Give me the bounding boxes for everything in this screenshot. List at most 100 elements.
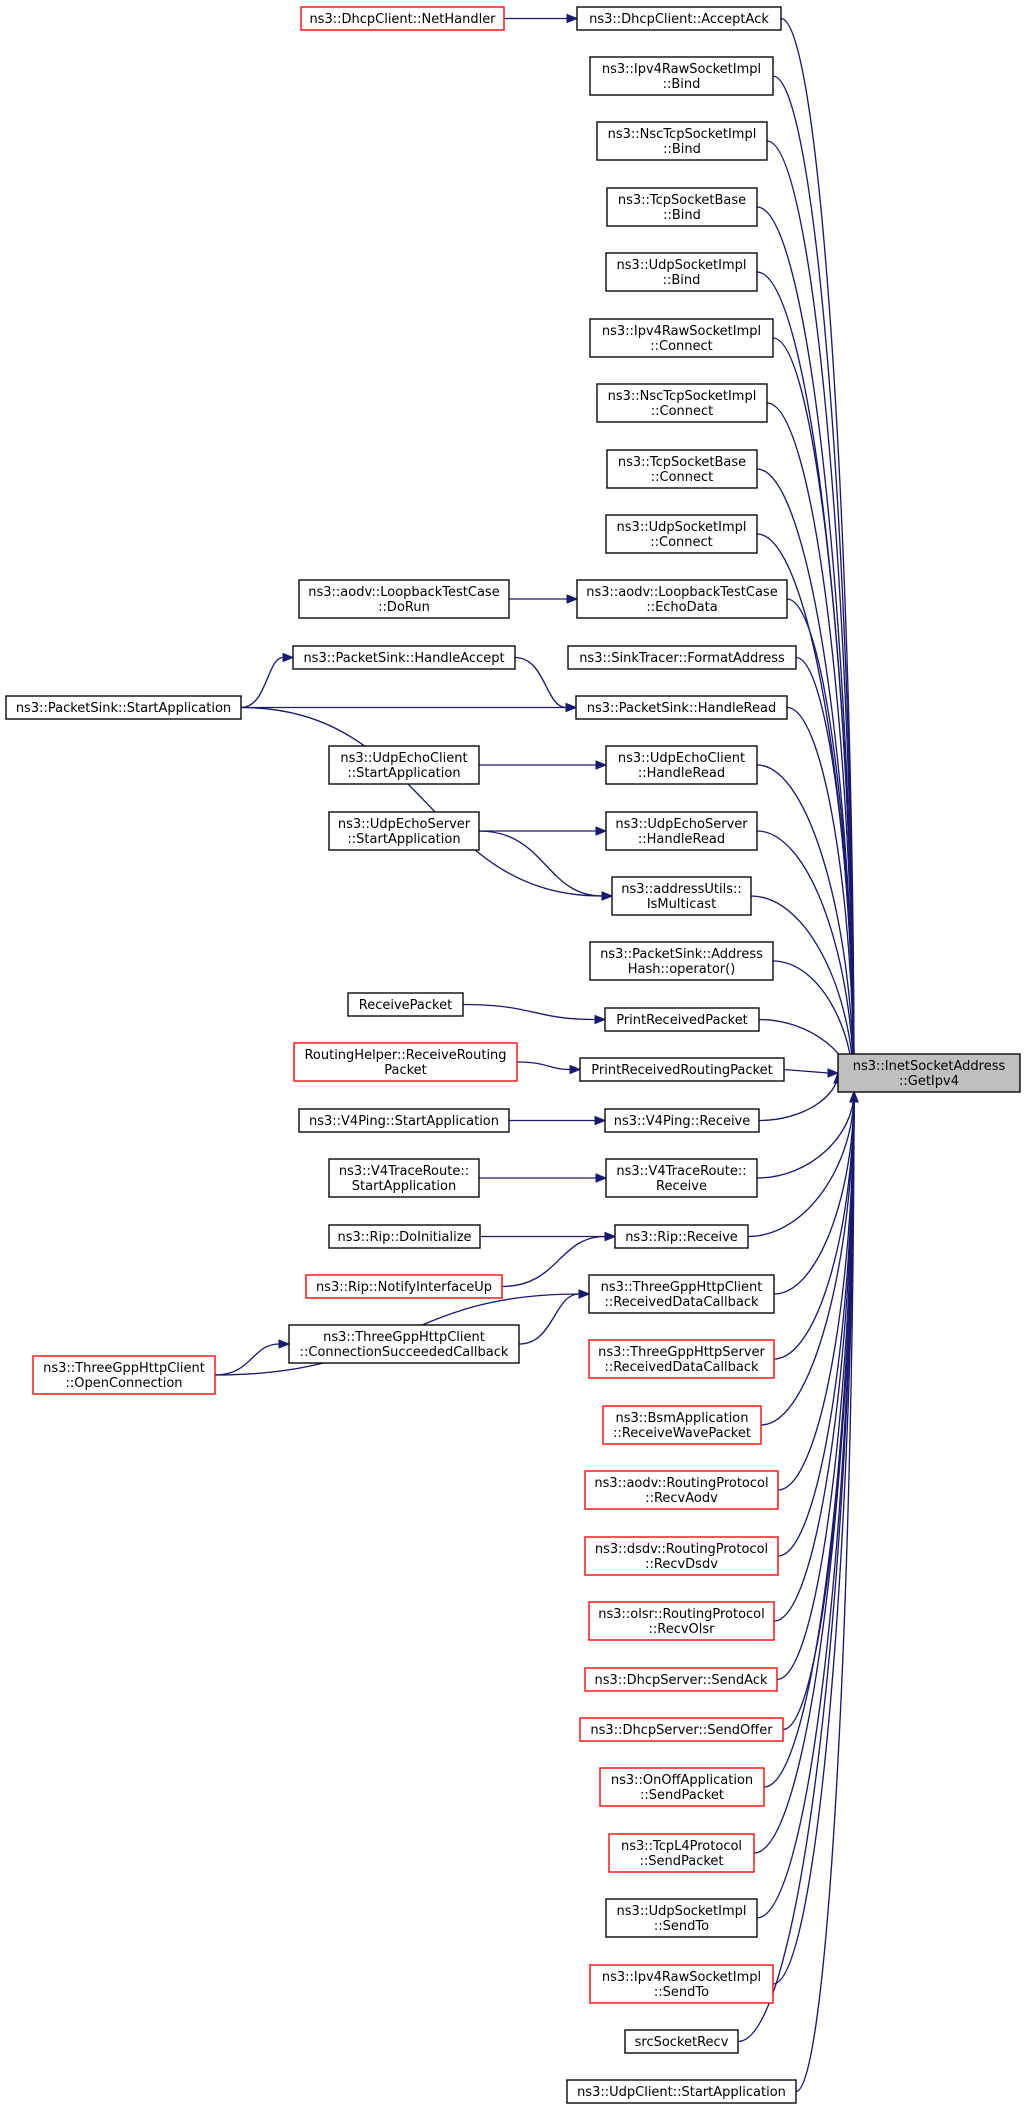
node-label: StartApplication (352, 1179, 456, 1194)
node-box (588, 1339, 775, 1379)
graph-node[interactable]: ns3::SinkTracer::FormatAddress (567, 645, 797, 670)
node-box (589, 941, 774, 981)
graph-node[interactable]: ns3::UdpEchoServer::HandleRead (605, 811, 758, 851)
arrowhead (282, 652, 295, 663)
graph-node[interactable]: ns3::PacketSink::HandleRead (575, 695, 788, 720)
graph-node[interactable]: ns3::aodv::RoutingProtocol::RecvAodv (584, 1470, 779, 1510)
graph-node[interactable]: ns3::UdpEchoClient::StartApplication (328, 745, 480, 785)
graph-node[interactable]: ns3::UdpEchoServer::StartApplication (328, 811, 480, 851)
graph-node[interactable]: ns3::Rip::DoInitialize (328, 1224, 481, 1249)
node-label: ::Connect (651, 404, 714, 419)
node-label: ::HandleRead (638, 832, 725, 847)
graph-node[interactable]: ns3::DhcpClient::AcceptAck (576, 6, 782, 31)
node-box (576, 579, 788, 619)
graph-node[interactable]: ns3::PacketSink::StartApplication (5, 695, 242, 720)
node-label: ns3::Rip::DoInitialize (337, 1230, 471, 1245)
graph-node[interactable]: ns3::UdpClient::StartApplication (566, 2079, 797, 2104)
node-label: ns3::DhcpServer::SendOffer (590, 1723, 773, 1738)
graph-node[interactable]: ns3::ThreeGppHttpClient::OpenConnection (32, 1355, 216, 1395)
call-edge (747, 1091, 855, 1238)
node-box (305, 1274, 503, 1299)
graph-node[interactable]: ns3::V4Ping::Receive (604, 1108, 760, 1133)
node-label: ns3::PacketSink::HandleAccept (303, 651, 504, 666)
graph-node[interactable]: ns3::DhcpServer::SendOffer (579, 1717, 784, 1742)
node-box (602, 1405, 762, 1445)
node-label: ns3::NscTcpSocketImpl (608, 127, 757, 142)
node-label: ::ConnectionSucceededCallback (300, 1345, 509, 1360)
arrowhead (595, 1173, 608, 1183)
edges-layer (214, 13, 859, 2093)
graph-node[interactable]: ns3::ThreeGppHttpClient::ReceivedDataCal… (588, 1274, 775, 1314)
call-edge (780, 17, 855, 1093)
call-edge (501, 1235, 606, 1288)
node-box (575, 695, 788, 720)
graph-node[interactable]: ns3::Ipv4RawSocketImpl::Bind (589, 56, 774, 96)
graph-node[interactable]: ns3::UdpSocketImpl::SendTo (605, 1898, 758, 1938)
graph-node[interactable]: ReceivePacket (347, 992, 464, 1017)
arrowhead (827, 1068, 840, 1078)
node-label: ::ReceivedDataCallback (604, 1295, 759, 1310)
node-label: ns3::DhcpClient::NetHandler (309, 12, 496, 27)
node-box (579, 1717, 784, 1742)
node-label: ns3::Ipv4RawSocketImpl (602, 1970, 761, 1985)
node-box (32, 1355, 216, 1395)
node-label: ns3::TcpSocketBase (618, 193, 746, 208)
node-box (605, 252, 758, 292)
graph-node[interactable]: PrintReceivedRoutingPacket (579, 1057, 785, 1082)
node-label: ns3::UdpEchoServer (615, 817, 748, 832)
graph-node[interactable]: ns3::Ipv4RawSocketImpl::Connect (589, 318, 774, 358)
graph-node[interactable]: ns3::V4Ping::StartApplication (298, 1108, 510, 1133)
graph-node[interactable]: ns3::dsdv::RoutingProtocol::RecvDsdv (584, 1536, 779, 1576)
graph-node[interactable]: ns3::PacketSink::HandleAccept (292, 645, 516, 670)
node-label: ns3::V4Ping::StartApplication (309, 1114, 499, 1129)
node-box (298, 1108, 510, 1133)
graph-node[interactable]: ns3::TcpSocketBase::Connect (606, 449, 758, 489)
graph-node[interactable]: ns3::UdpSocketImpl::Connect (605, 514, 758, 554)
graph-node[interactable]: ns3::aodv::LoopbackTestCase::EchoData (576, 579, 788, 619)
graph-node[interactable]: ns3::NscTcpSocketImpl::Connect (596, 383, 768, 423)
graph-node[interactable]: ns3::V4TraceRoute::Receive (605, 1158, 758, 1198)
graph-node[interactable]: ns3::olsr::RoutingProtocol::RecvOlsr (588, 1601, 775, 1641)
node-label: ns3::PacketSink::HandleRead (587, 701, 776, 716)
graph-node[interactable]: ns3::Ipv4RawSocketImpl::SendTo (589, 1964, 774, 2004)
graph-node[interactable]: ns3::NscTcpSocketImpl::Bind (596, 121, 768, 161)
node-label: ::EchoData (646, 600, 717, 615)
node-label: PrintReceivedPacket (616, 1013, 748, 1028)
node-label: ns3::NscTcpSocketImpl (608, 389, 757, 404)
node-label: RoutingHelper::ReceiveRouting (304, 1048, 506, 1063)
call-edge (756, 764, 855, 1093)
call-edge (760, 1091, 855, 1426)
target-node[interactable]: ns3::InetSocketAddress::GetIpv4 (837, 1053, 1021, 1093)
graph-node[interactable]: ns3::DhcpServer::SendAck (584, 1667, 778, 1692)
graph-node[interactable]: ns3::ThreeGppHttpClient::ConnectionSucce… (288, 1324, 520, 1364)
graph-node[interactable]: ns3::V4TraceRoute::StartApplication (328, 1158, 480, 1198)
node-label: IsMulticast (647, 897, 716, 912)
graph-node[interactable]: ns3::aodv::LoopbackTestCase::DoRun (298, 579, 510, 619)
graph-node[interactable]: ns3::UdpEchoClient::HandleRead (605, 745, 758, 785)
graph-node[interactable]: ns3::TcpL4Protocol::SendPacket (608, 1833, 755, 1873)
graph-node[interactable]: ns3::ThreeGppHttpServer::ReceivedDataCal… (588, 1339, 775, 1379)
call-edge (240, 656, 284, 709)
graph-node[interactable]: ns3::DhcpClient::NetHandler (300, 6, 505, 31)
arrowhead (601, 891, 614, 901)
node-label: ns3::ThreeGppHttpServer (598, 1345, 765, 1360)
call-edge (514, 656, 567, 709)
call-edge (462, 1003, 596, 1021)
graph-node[interactable]: ns3::Rip::NotifyInterfaceUp (305, 1274, 503, 1299)
graph-node[interactable]: srcSocketRecv (624, 2029, 739, 2054)
graph-node[interactable]: ns3::TcpSocketBase::Bind (606, 187, 758, 227)
graph-node[interactable]: ns3::OnOffApplication::SendPacket (599, 1767, 765, 1807)
graph-node[interactable]: ns3::BsmApplication::ReceiveWavePacket (602, 1405, 762, 1445)
node-label: ::Connect (650, 535, 713, 550)
graph-node[interactable]: ns3::Rip::Receive (614, 1224, 749, 1249)
graph-node[interactable]: PrintReceivedPacket (604, 1007, 760, 1032)
graph-node[interactable]: ns3::UdpSocketImpl::Bind (605, 252, 758, 292)
graph-node[interactable]: ns3::addressUtils::IsMulticast (611, 876, 752, 916)
node-box (584, 1667, 778, 1692)
node-label: Hash::operator() (628, 962, 736, 977)
node-label: ns3::InetSocketAddress (853, 1059, 1006, 1074)
node-box (588, 1601, 775, 1641)
node-label: ns3::TcpL4Protocol (621, 1839, 742, 1854)
